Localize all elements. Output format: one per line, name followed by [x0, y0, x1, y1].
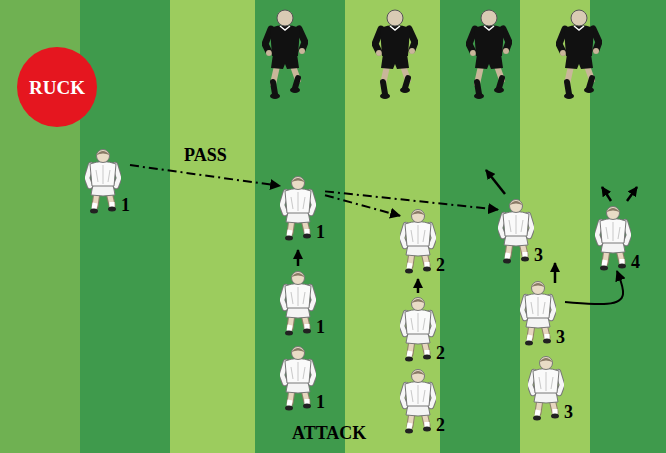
player-shape: [400, 368, 436, 434]
player-shape: [280, 175, 316, 241]
player-figure: [500, 200, 532, 264]
run-arrows: [298, 170, 637, 293]
node-text: 2: [436, 416, 445, 434]
attacking-player: 1: [280, 345, 325, 411]
ruck-circle: RUCK: [16, 46, 98, 128]
node-text: 1: [316, 223, 325, 241]
run-arrow: [602, 187, 611, 201]
run-line: [565, 271, 623, 304]
player-shape: [400, 296, 436, 362]
pass-label: PASS: [184, 146, 227, 166]
node-text: 3: [564, 403, 573, 421]
attacking-player: 4: [595, 205, 640, 271]
attacking-player: 2: [400, 368, 445, 434]
player-figure: [87, 150, 119, 214]
node-text: 1: [316, 393, 325, 411]
player-shape: [280, 270, 316, 336]
player-shape: [498, 198, 534, 264]
player-shape: [520, 280, 556, 346]
defender-figure: [559, 10, 599, 99]
player-shape: [400, 208, 436, 274]
node-text: 1: [316, 318, 325, 336]
player-figure: [282, 272, 314, 336]
node-text: 1: [121, 196, 130, 214]
attacking-player: 3: [528, 355, 573, 421]
attacking-player: 1: [85, 148, 130, 214]
node-text: 3: [556, 328, 565, 346]
edge-label-box: PASS: [184, 146, 227, 166]
caption-label: ATTACK: [292, 424, 366, 444]
node-text: 4: [631, 253, 640, 271]
ruck-disc: [17, 47, 97, 127]
player-figure: [522, 282, 554, 346]
attacking-player: 3: [520, 280, 565, 346]
attacking-player: 1: [280, 175, 325, 241]
player-shape: [85, 148, 121, 214]
run-arrow: [627, 187, 637, 201]
attacking-player: 2: [400, 208, 445, 274]
label-box: ATTACK: [292, 424, 366, 444]
defender-figure: [375, 10, 415, 99]
player-figure: [402, 298, 434, 362]
run-arrow: [297, 250, 300, 266]
player-figure: [282, 347, 314, 411]
player-figure: [402, 370, 434, 434]
node-text: 2: [436, 256, 445, 274]
player-shape: [595, 205, 631, 271]
defender-figure: [469, 10, 509, 99]
player-figure: [530, 357, 562, 421]
pass-line: [130, 165, 280, 186]
run-arrow: [417, 279, 420, 293]
node-text: 2: [436, 344, 445, 362]
attacking-player: 1: [280, 270, 325, 336]
player-figure: [282, 177, 314, 241]
player-figure: [402, 210, 434, 274]
defending-players: [265, 10, 599, 99]
run-arrow: [554, 263, 557, 283]
node-text: RUCK: [29, 78, 85, 97]
attacking-player: 3: [498, 198, 543, 264]
node-text: 3: [534, 246, 543, 264]
defender-figure: [265, 10, 305, 99]
player-figure: [597, 207, 629, 271]
player-shape: [528, 355, 564, 421]
pass-line: [325, 191, 498, 209]
attacking-player: 2: [400, 296, 445, 362]
player-shape: [280, 345, 316, 411]
run-arrow: [486, 170, 505, 194]
